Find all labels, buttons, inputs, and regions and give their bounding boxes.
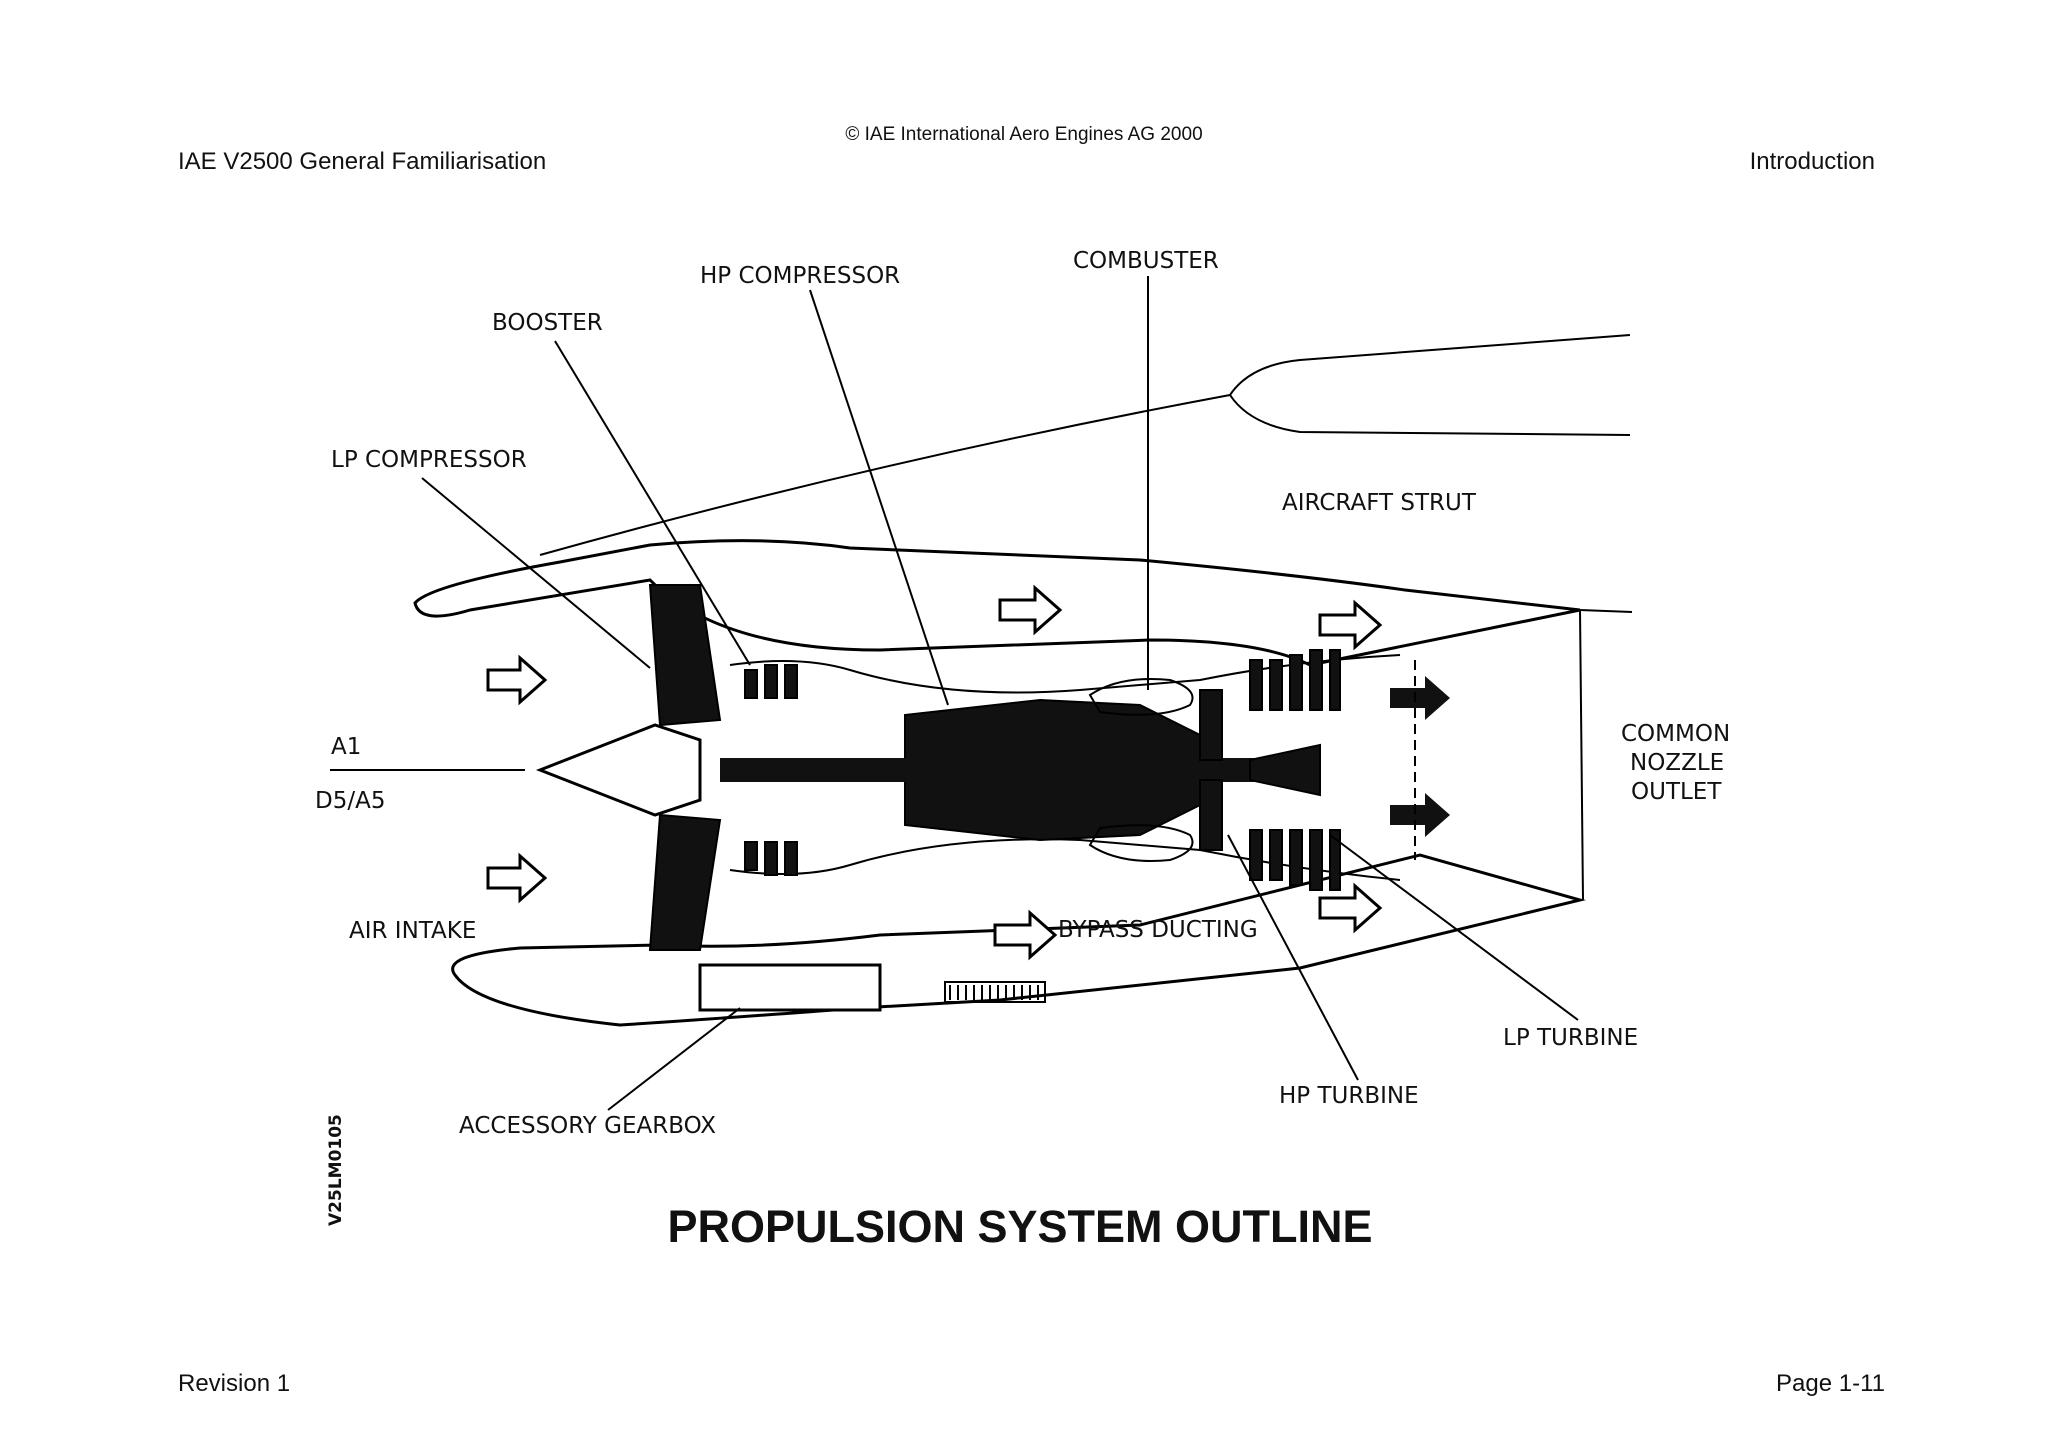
page-number: Page 1-11	[1776, 1370, 1885, 1397]
label-lp-turbine: LP TURBINE	[1503, 1025, 1638, 1051]
section-title: Introduction	[1749, 148, 1875, 175]
exhaust-arrow-upper	[1390, 676, 1450, 720]
revision-label: Revision 1	[178, 1370, 291, 1397]
combustor-lower	[1088, 824, 1194, 862]
figure-id: V25LM0105	[326, 1114, 346, 1226]
figure-title: PROPULSION SYSTEM OUTLINE	[667, 1201, 1372, 1252]
exhaust-cone	[1249, 743, 1321, 797]
flow-arrows	[486, 584, 1383, 961]
intake-arrow-upper	[486, 654, 548, 706]
label-a1: A1	[331, 734, 361, 760]
hp-turbine-lower	[1199, 779, 1223, 851]
lp-turbine-stages	[1249, 649, 1341, 891]
label-common: COMMON	[1621, 721, 1730, 747]
intake-arrow-lower	[486, 852, 548, 904]
bypass-arrow-aft-lower	[1318, 882, 1383, 934]
leader-lines	[421, 276, 1579, 1111]
label-aircraft-strut: AIRCRAFT STRUT	[1282, 490, 1477, 516]
label-d5a5: D5/A5	[315, 788, 385, 814]
bypass-arrow-lower	[993, 909, 1058, 961]
copyright-notice: © IAE International Aero Engines AG 2000	[845, 124, 1203, 145]
nose-cone	[535, 723, 702, 817]
fan-blade-lower	[648, 813, 722, 951]
upper-nacelle	[413, 539, 1581, 667]
label-bypass-ducting: BYPASS DUCTING	[1058, 917, 1258, 943]
label-air-intake: AIR INTAKE	[349, 918, 476, 944]
bypass-arrow-upper	[998, 584, 1063, 636]
label-outlet: OUTLET	[1631, 779, 1722, 805]
accessory-gearbox-body	[698, 963, 1046, 1012]
label-hp-compressor: HP COMPRESSOR	[700, 263, 900, 289]
label-nozzle: NOZZLE	[1630, 750, 1724, 776]
label-hp-turbine: HP TURBINE	[1279, 1083, 1419, 1109]
combustor-upper	[1088, 678, 1194, 716]
hp-turbine-upper	[1199, 689, 1223, 761]
label-lp-compressor: LP COMPRESSOR	[331, 447, 527, 473]
label-combuster: COMBUSTER	[1073, 248, 1219, 274]
document-title: IAE V2500 General Familiarisation	[178, 148, 547, 175]
booster-stages	[744, 664, 798, 876]
main-shaft	[720, 758, 1320, 782]
label-booster: BOOSTER	[492, 310, 603, 336]
fan-blade-upper	[648, 584, 722, 727]
label-accessory-gearbox: ACCESSORY GEARBOX	[459, 1113, 716, 1139]
bypass-arrow-aft-upper	[1318, 599, 1383, 651]
exhaust-arrow-lower	[1390, 793, 1450, 837]
